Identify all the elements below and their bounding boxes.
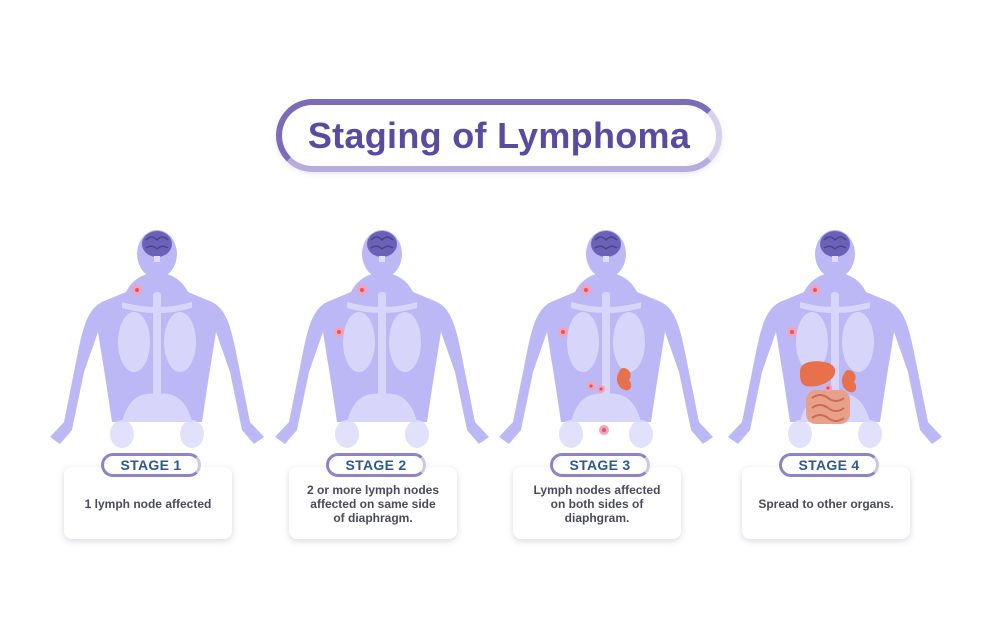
lymph-node-icon	[132, 285, 142, 295]
body-figure	[50, 230, 264, 448]
stage-label-pill: STAGE 1	[101, 453, 201, 477]
body-figure	[728, 230, 942, 448]
kidney-icon	[842, 370, 857, 393]
stage-label: STAGE 4	[798, 457, 860, 473]
stage-label: STAGE 1	[120, 457, 182, 473]
body-figure	[499, 230, 713, 448]
stage-label-pill: STAGE 2	[326, 453, 426, 477]
stage-description: Spread to other organs.	[758, 497, 894, 512]
stage-3-panel: STAGE 3 Lymph nodes affected on both sid…	[491, 222, 721, 552]
brain-icon	[820, 231, 850, 262]
stage-label: STAGE 2	[345, 457, 407, 473]
kidney-icon	[617, 368, 632, 391]
stage-1-panel: STAGE 1 1 lymph node affected	[42, 222, 272, 552]
stage-description: 2 or more lymph nodes affected on same s…	[306, 483, 440, 525]
stage-4-panel: STAGE 4 Spread to other organs.	[720, 222, 950, 552]
lymph-node-icon	[787, 285, 832, 392]
brain-icon	[367, 231, 397, 262]
stage-2-panel: STAGE 2 2 or more lymph nodes affected o…	[267, 222, 497, 552]
stage-label: STAGE 3	[569, 457, 631, 473]
lymph-node-icon	[334, 285, 367, 337]
stage-description-card: 1 lymph node affected	[64, 467, 232, 539]
body-figure	[275, 230, 489, 448]
stage-description: 1 lymph node affected	[84, 497, 212, 512]
brain-icon	[142, 231, 172, 262]
stage-label-pill: STAGE 4	[779, 453, 879, 477]
brain-icon	[591, 231, 621, 262]
lymph-node-icon	[558, 285, 609, 435]
page-title: Staging of Lymphoma	[307, 114, 691, 156]
stage-description-card: 2 or more lymph nodes affected on same s…	[289, 467, 457, 539]
intestine-icon	[806, 390, 850, 424]
stage-description: Lymph nodes affected on both sides of di…	[533, 483, 661, 525]
stage-description-card: Spread to other organs.	[742, 467, 910, 539]
stage-label-pill: STAGE 3	[550, 453, 650, 477]
stage-description-card: Lymph nodes affected on both sides of di…	[513, 467, 681, 539]
title-banner: Staging of Lymphoma	[276, 99, 722, 172]
liver-icon	[800, 361, 836, 387]
